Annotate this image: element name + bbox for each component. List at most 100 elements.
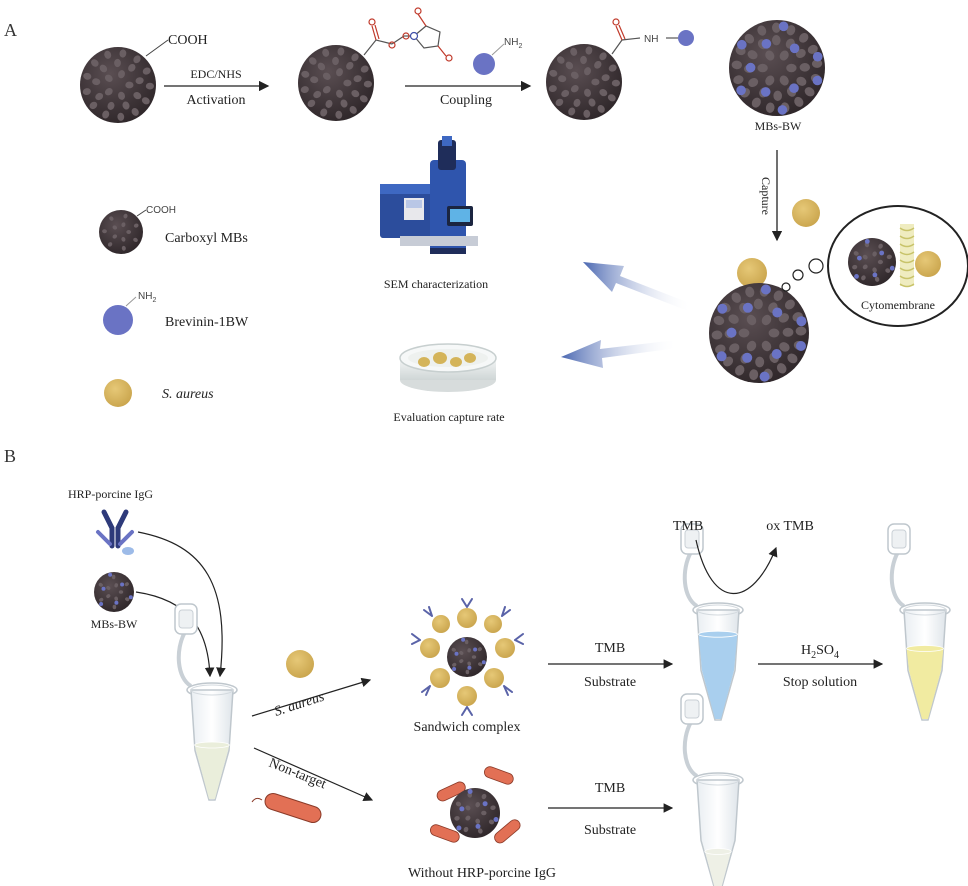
bead-surface-spot bbox=[122, 101, 130, 110]
bead-surface-spot bbox=[773, 90, 783, 101]
bead-surface-spot bbox=[135, 77, 144, 85]
bead-surface-spot bbox=[133, 55, 141, 64]
bound-peptide bbox=[789, 43, 800, 54]
zoom-bead bbox=[848, 238, 896, 286]
thought-bubble bbox=[781, 282, 791, 292]
bead-surface-spot bbox=[861, 275, 866, 281]
bead-surface-spot bbox=[477, 828, 483, 834]
bead-surface-spot bbox=[862, 254, 868, 260]
peptide-molecule bbox=[473, 53, 495, 75]
bead-surface-spot bbox=[755, 356, 765, 368]
s-aureus-cell bbox=[286, 650, 314, 678]
bead-surface-spot bbox=[309, 57, 317, 65]
bead-surface-spot bbox=[114, 596, 119, 601]
bead-surface-spot bbox=[145, 82, 154, 90]
bead-surface-spot bbox=[123, 213, 128, 219]
bound-peptide bbox=[114, 600, 119, 605]
bead-surface-spot bbox=[106, 594, 111, 599]
bead-surface-spot bbox=[557, 56, 565, 64]
bead-surface-spot bbox=[711, 330, 723, 340]
bound-peptide bbox=[716, 351, 727, 362]
bead-to-tube-arrow bbox=[135, 591, 215, 678]
bead-surface-spot bbox=[121, 222, 126, 228]
clear-tube bbox=[680, 693, 744, 886]
bead-surface-spot bbox=[128, 63, 136, 72]
bound-peptide bbox=[456, 825, 462, 831]
bound-peptide bbox=[759, 371, 770, 382]
bead-surface-spot bbox=[601, 74, 610, 82]
bead-surface-spot bbox=[738, 328, 750, 338]
legend-s-aureus-label: S. aureus bbox=[162, 387, 214, 402]
cooh-label: COOH bbox=[168, 33, 208, 48]
bead-surface-spot bbox=[765, 50, 775, 61]
bound-peptide bbox=[736, 85, 746, 96]
bead-surface-spot bbox=[336, 89, 343, 98]
bead-surface-spot bbox=[317, 62, 326, 71]
bead-surface-spot bbox=[360, 65, 369, 73]
bead-surface-spot bbox=[133, 237, 138, 243]
bound-peptide bbox=[872, 272, 878, 278]
bound-peptide bbox=[777, 105, 788, 115]
bead-surface-spot bbox=[465, 805, 471, 811]
bead-surface-spot bbox=[125, 597, 130, 602]
bead-surface-spot bbox=[607, 94, 616, 102]
bead-surface-spot bbox=[351, 90, 360, 98]
bead-surface-spot bbox=[570, 71, 579, 79]
bead-surface-spot bbox=[874, 276, 880, 282]
non-target-label: Non-target bbox=[267, 756, 329, 793]
bead-surface-spot bbox=[467, 661, 472, 666]
bound-peptide bbox=[889, 265, 895, 271]
bead-surface-spot bbox=[745, 286, 755, 298]
s-aureus-branch-label: S. aureus bbox=[273, 689, 327, 719]
bead-surface-spot bbox=[455, 801, 462, 807]
bead-surface-spot bbox=[771, 22, 781, 33]
bound-peptide bbox=[454, 651, 459, 656]
bound-peptide bbox=[452, 667, 457, 671]
without-bead bbox=[450, 788, 500, 838]
legend-brevinin-label: Brevinin-1BW bbox=[165, 315, 249, 330]
bound-peptide bbox=[717, 303, 728, 314]
bead-surface-spot bbox=[594, 60, 602, 69]
bead-surface-spot bbox=[102, 229, 107, 234]
bead-surface-spot bbox=[611, 79, 620, 87]
liquid-surface bbox=[698, 630, 738, 638]
bead-surface-spot bbox=[451, 647, 456, 652]
legend-cooh-bond bbox=[136, 209, 147, 217]
bead-surface-spot bbox=[121, 236, 126, 242]
bead-surface-spot bbox=[729, 343, 740, 353]
nh-label: NH bbox=[644, 34, 658, 45]
bead-surface-spot bbox=[746, 340, 757, 352]
bead-surface-spot bbox=[773, 290, 783, 301]
bead-surface-spot bbox=[313, 90, 322, 99]
bead-surface-spot bbox=[112, 225, 118, 230]
bead-surface-spot bbox=[807, 44, 818, 54]
bound-peptide bbox=[99, 602, 104, 606]
capture-label: Capture bbox=[759, 177, 773, 215]
bead-surface-spot bbox=[597, 104, 605, 113]
mbs-bw-label: MBs-BW bbox=[755, 119, 802, 133]
bound-peptide bbox=[481, 660, 486, 665]
mbs-bw-b-label: MBs-BW bbox=[91, 617, 138, 631]
hrp-igg-label: HRP-porcine IgG bbox=[68, 487, 153, 501]
thought-bubble bbox=[792, 269, 804, 281]
bead-surface-spot bbox=[765, 75, 775, 86]
bead-surface-spot bbox=[573, 98, 581, 107]
thought-bubble bbox=[808, 258, 824, 274]
bead-surface-spot bbox=[464, 639, 469, 645]
bead-surface-spot bbox=[570, 47, 578, 56]
bead-surface-spot bbox=[477, 647, 482, 652]
bead-surface-spot bbox=[300, 86, 309, 94]
bead-surface-spot bbox=[558, 75, 567, 83]
bead-surface-spot bbox=[561, 89, 570, 98]
bead-surface-spot bbox=[337, 47, 345, 56]
bead-surface-spot bbox=[92, 78, 101, 86]
oxidation-curve-arrow bbox=[695, 539, 778, 595]
bead-surface-spot bbox=[340, 99, 348, 108]
bead-surface-spot bbox=[776, 363, 787, 374]
tube-liquid bbox=[194, 745, 230, 799]
bead-surface-spot bbox=[141, 97, 150, 105]
bound-peptide bbox=[796, 316, 807, 327]
bead-surface-spot bbox=[82, 88, 91, 96]
bead-surface-spot bbox=[102, 110, 110, 119]
